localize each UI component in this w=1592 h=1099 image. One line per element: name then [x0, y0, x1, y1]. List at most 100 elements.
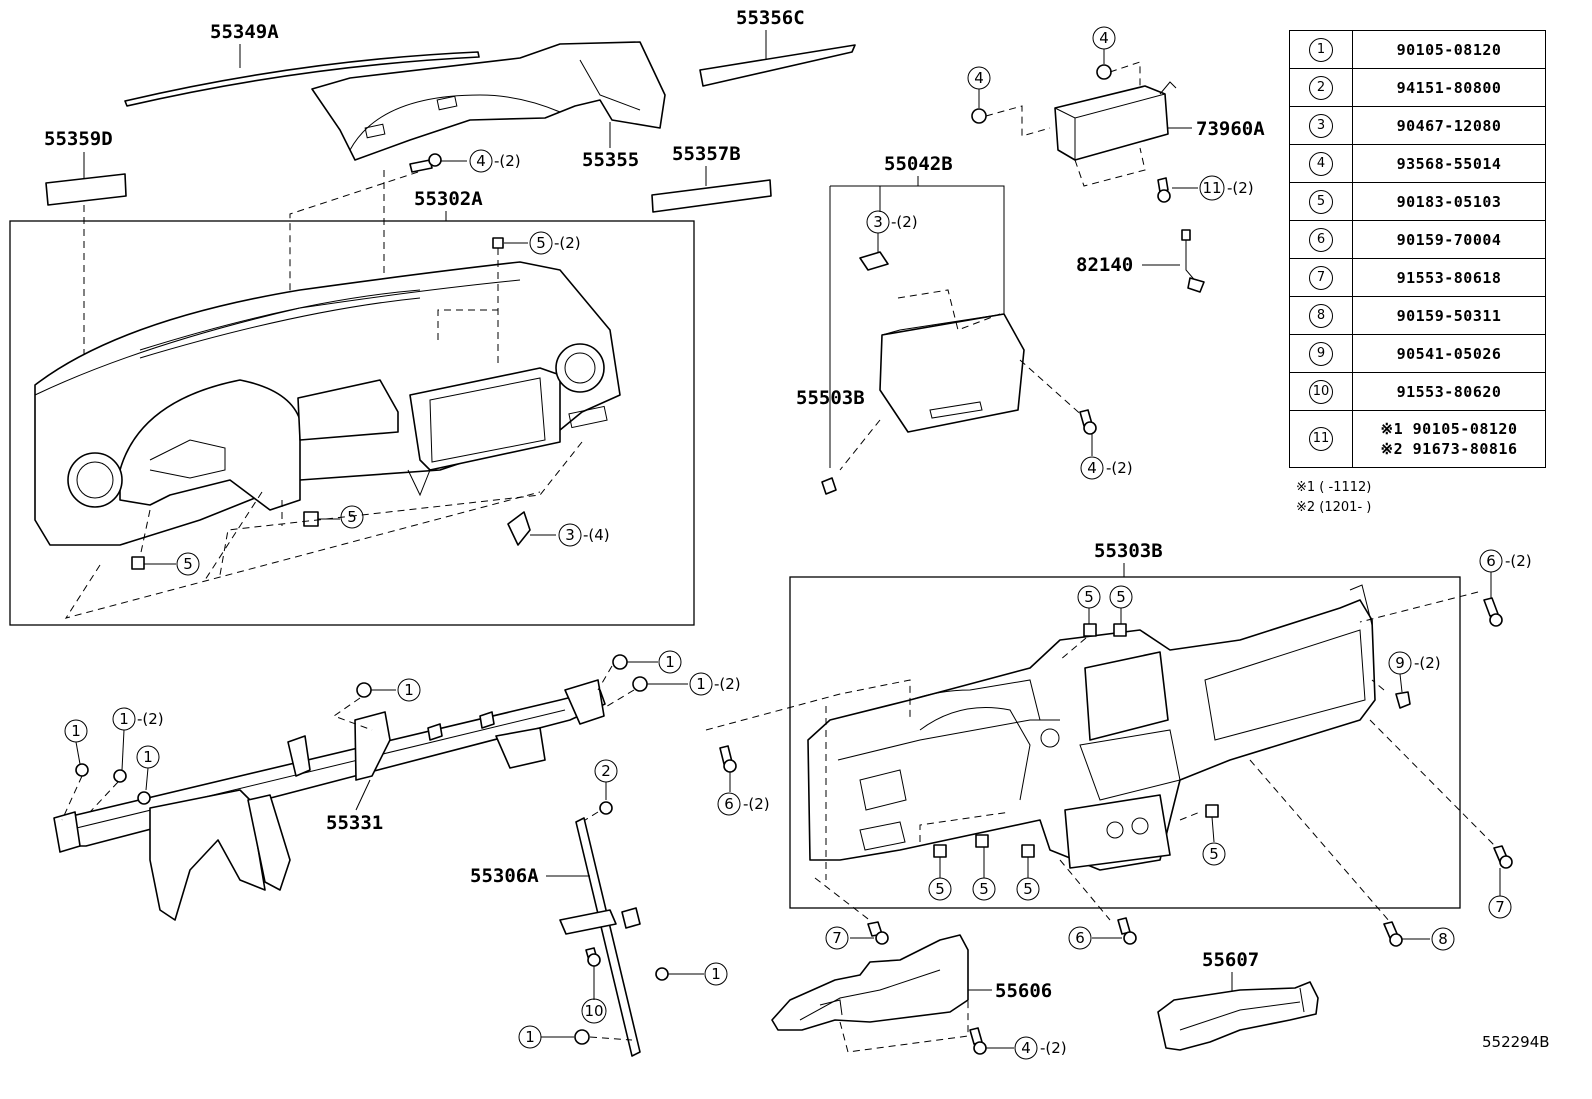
bolt-4-a[interactable] — [1096, 64, 1112, 80]
svg-text:3: 3 — [873, 213, 883, 231]
bolt-4-top[interactable] — [409, 153, 442, 173]
svg-text:6: 6 — [1075, 929, 1085, 947]
part-55303B-lower-panel[interactable] — [807, 584, 1376, 871]
part-55349A-drawing[interactable] — [124, 51, 480, 107]
svg-text:10: 10 — [584, 1002, 603, 1020]
svg-text:5: 5 — [1209, 845, 1219, 863]
label-55607: 55607 — [1202, 949, 1259, 971]
svg-text:1: 1 — [119, 710, 129, 728]
svg-text:-(2): -(2) — [1227, 179, 1254, 197]
legend-row: 1 90105-08120 — [1289, 30, 1546, 69]
bolt-10[interactable] — [585, 947, 601, 967]
callout-6-bottom: 6 — [1068, 926, 1092, 950]
svg-text:-(2): -(2) — [1505, 552, 1532, 570]
svg-text:8: 8 — [1438, 930, 1448, 948]
legend-index: 10 — [1309, 379, 1333, 404]
label-55349A: 55349A — [210, 21, 279, 43]
callout-5-r3: 5 — [928, 877, 952, 901]
legend-part-number: 90467-12080 — [1352, 106, 1546, 145]
svg-text:4: 4 — [1099, 29, 1109, 47]
bolt-4-glove[interactable] — [1079, 409, 1097, 435]
bolt-11[interactable] — [1157, 177, 1171, 203]
part-73960A-module[interactable] — [1054, 81, 1177, 161]
callout-5-r5: 5 — [1016, 877, 1040, 901]
clip-5-r1[interactable] — [1083, 623, 1097, 637]
legend-index: 6 — [1309, 227, 1333, 252]
part-55359D-drawing[interactable] — [45, 173, 127, 206]
clip-5-low[interactable] — [131, 556, 145, 570]
bolt-6-left[interactable] — [719, 745, 737, 773]
callout-4-a: 4 — [1092, 26, 1116, 50]
callout-8: 8 — [1431, 927, 1455, 951]
legend-part-number: 90159-70004 — [1352, 220, 1546, 259]
svg-text:9: 9 — [1395, 654, 1405, 672]
part-55355-drawing[interactable] — [311, 41, 666, 161]
legend-row: 6 90159-70004 — [1289, 220, 1546, 259]
clip-5-r5[interactable] — [1021, 844, 1035, 858]
svg-text:5: 5 — [347, 508, 357, 526]
label-55355: 55355 — [582, 149, 639, 171]
part-55357B-drawing[interactable] — [651, 179, 772, 213]
bolt-7-right[interactable] — [1493, 845, 1513, 869]
label-73960A: 73960A — [1196, 118, 1265, 140]
label-55042B: 55042B — [884, 153, 953, 175]
svg-text:1: 1 — [711, 965, 721, 983]
part-82140-wire[interactable] — [1181, 229, 1205, 293]
box-55302A — [9, 220, 695, 626]
part-55606-drawing[interactable] — [771, 934, 969, 1031]
label-55357B: 55357B — [672, 143, 741, 165]
bolt-1-h[interactable] — [574, 1029, 590, 1045]
callout-5-r1: 5 — [1077, 585, 1101, 609]
legend-row: 4 93568-55014 — [1289, 144, 1546, 183]
legend-sub-part: ※2 91673-80816 — [1380, 440, 1518, 458]
nut-9[interactable] — [1395, 691, 1411, 709]
clip-5-r2[interactable] — [1113, 623, 1127, 637]
bolt-1-g[interactable] — [655, 967, 669, 981]
part-55331-reinforcement[interactable] — [53, 679, 606, 921]
callout-2: 2 — [594, 759, 618, 783]
bolt-7-left[interactable] — [867, 921, 889, 945]
bolt-6-bottom[interactable] — [1117, 917, 1137, 945]
bolt-1-c[interactable] — [113, 769, 127, 783]
clip-3-glove[interactable] — [859, 251, 889, 271]
bolt-8[interactable] — [1383, 921, 1403, 947]
bolt-6-right[interactable] — [1483, 597, 1503, 627]
svg-text:-(2): -(2) — [714, 675, 741, 693]
bolt-1-f[interactable] — [612, 654, 628, 670]
part-55042B-glovebox[interactable] — [879, 313, 1025, 433]
svg-text:1: 1 — [525, 1028, 535, 1046]
legend-index: 2 — [1309, 75, 1333, 100]
clip-5-top[interactable] — [492, 237, 504, 249]
part-55302A-dashboard[interactable] — [34, 261, 621, 546]
clip-3-lower[interactable] — [507, 511, 531, 546]
clip-5-r4[interactable] — [975, 834, 989, 848]
callout-4-b: 4 — [967, 66, 991, 90]
clip-5-r6[interactable] — [1205, 804, 1219, 818]
pin-55503B[interactable] — [821, 477, 837, 495]
svg-text:-(2): -(2) — [554, 234, 581, 252]
bolt-1-b[interactable] — [137, 791, 151, 805]
clip-5-mid[interactable] — [303, 511, 319, 527]
part-55607-drawing[interactable] — [1157, 981, 1319, 1051]
svg-text:1: 1 — [71, 722, 81, 740]
svg-text:5: 5 — [536, 234, 546, 252]
legend-part-number: 90541-05026 — [1352, 334, 1546, 373]
svg-text:5: 5 — [1084, 588, 1094, 606]
clip-5-r3[interactable] — [933, 844, 947, 858]
svg-text:1: 1 — [404, 681, 414, 699]
part-55356C-drawing[interactable] — [699, 44, 856, 87]
svg-text:5: 5 — [1023, 880, 1033, 898]
legend-index: 1 — [1309, 37, 1333, 62]
callout-3-lower: 3 -(4) — [558, 523, 610, 547]
bolt-1-d[interactable] — [356, 682, 372, 698]
legend-part-number: 90159-50311 — [1352, 296, 1546, 335]
nut-2[interactable] — [599, 801, 613, 815]
bolt-1-a[interactable] — [75, 763, 89, 777]
bolt-4-b[interactable] — [971, 108, 987, 124]
part-55306A-brace[interactable] — [559, 817, 641, 1057]
bolt-1-e[interactable] — [632, 676, 648, 692]
svg-text:-(2): -(2) — [1106, 459, 1133, 477]
legend-index: 9 — [1309, 341, 1333, 366]
callout-5-top: 5 -(2) — [529, 231, 581, 255]
bolt-4-bottom[interactable] — [969, 1027, 987, 1055]
